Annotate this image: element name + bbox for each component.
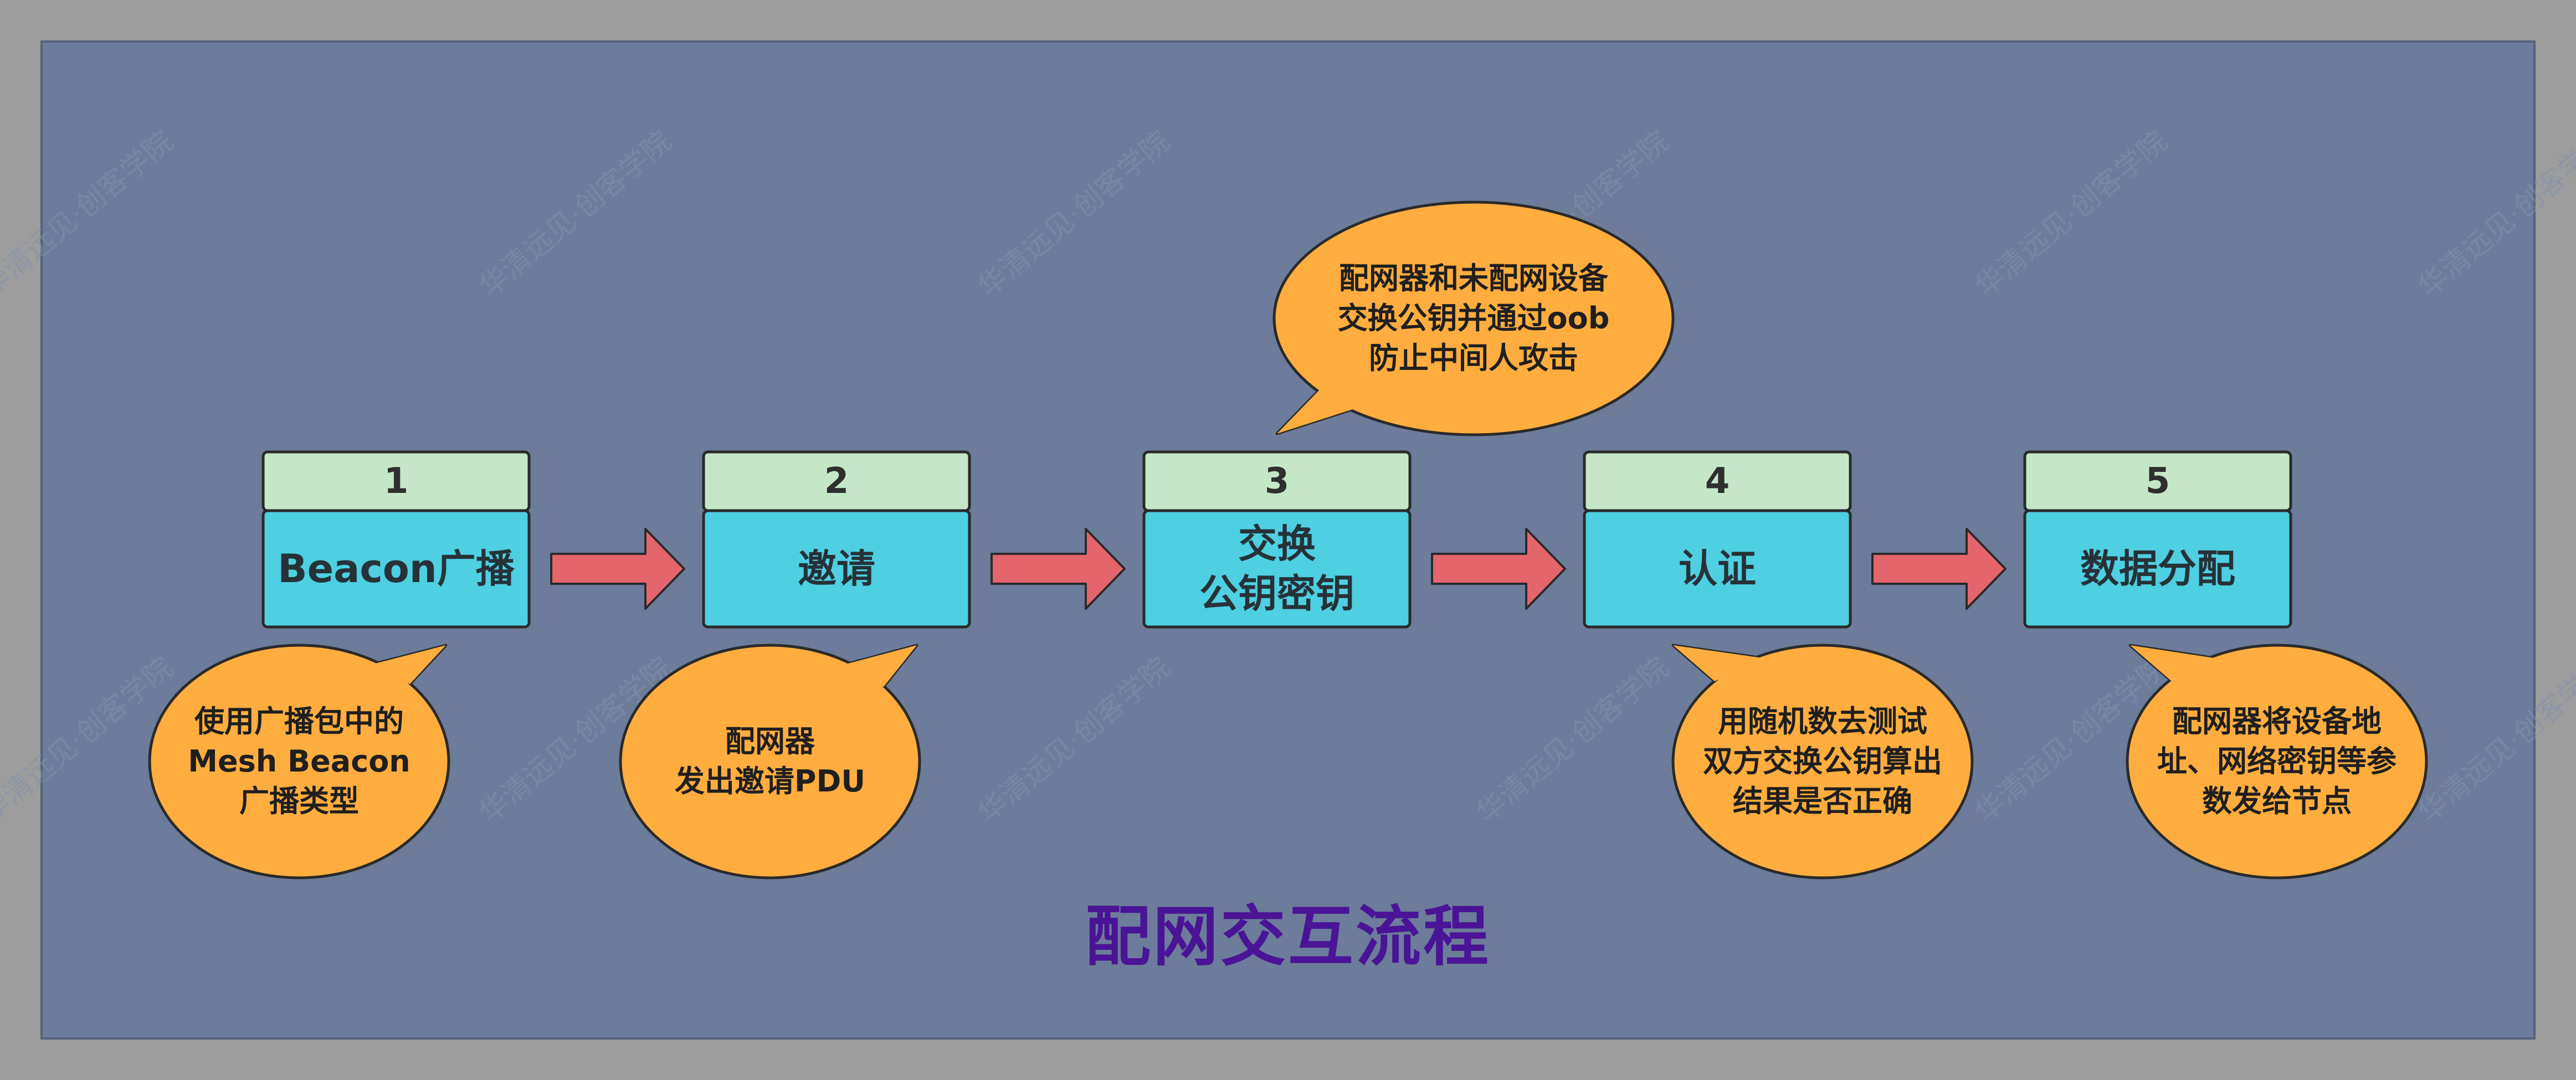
step-3-box [1142,509,1412,629]
step-4-label-line-1: 认证 [1679,546,1756,592]
bubble-4-body [1671,644,1974,880]
step-5-box [2023,509,2292,629]
bubbles-layer [148,200,2428,880]
bubble-2-body [619,644,921,880]
bubble-3-line-1: 配网器和未配网设备 [1339,261,1608,296]
step-boxes-layer [261,450,2292,629]
bubble-3-tail-fill [1277,377,1368,434]
bubble-5-tail-fill [2130,645,2221,681]
step-2-number: 2 [824,461,849,502]
step-2-box [702,509,971,629]
step-5-label-line-1: 数据分配 [2080,546,2235,592]
bubble-4-tail-fill [1673,645,1770,681]
bubble-5-text: 配网器将设备地 址、网络密钥等参 数发给节点 [2127,645,2426,878]
bubble-2-text: 配网器 发出邀请PDU [620,645,920,878]
bubble-1-body [148,644,450,880]
bubble-4-line-3: 结果是否正确 [1733,784,1912,819]
bubble-5-line-3: 数发给节点 [2202,784,2352,819]
bubble-3-body [1272,200,1675,436]
bubble-1-line-3: 广播类型 [239,784,359,819]
bubble-2-line-1: 配网器 [725,724,815,759]
step-3-number: 3 [1264,461,1290,502]
step-4-number: 4 [1705,461,1730,502]
bubble-3-text: 配网器和未配网设备 交换公钥并通过oob 防止中间人攻击 [1274,202,1673,435]
bubble-2-tail-fill [834,645,917,687]
step-2-label-line-1: 邀请 [798,546,875,592]
bubble-1-text: 使用广播包中的 Mesh Beacon 广播类型 [150,645,449,878]
bubble-3-line-2: 交换公钥并通过oob [1337,301,1610,336]
step-4-label: 认证 [1584,511,1850,627]
bubble-1-tail-fill [360,645,446,684]
step-5-number: 5 [2145,461,2170,502]
step-4-box [1583,509,1852,629]
step-3-label: 交换 公钥密钥 [1144,511,1410,627]
step-1-label: Beacon广播 [263,511,529,627]
arrow-1-to-2 [550,528,685,610]
bubble-1-line-1: 使用广播包中的 [194,704,404,739]
step-2-label: 邀请 [704,511,969,627]
bubble-1-line-2: Mesh Beacon [188,744,410,779]
arrow-2-to-3 [991,528,1126,610]
bubble-5-line-2: 址、网络密钥等参 [2157,744,2397,779]
step-1-number: 1 [383,461,409,502]
bubble-5-body [2126,644,2428,880]
bubble-5-line-1: 配网器将设备地 [2172,704,2382,739]
bubble-2-line-2: 发出邀请PDU [674,764,866,799]
bubble-3-line-3: 防止中间人攻击 [1369,341,1578,376]
step-1-label-line-1: Beacon广播 [278,546,515,592]
step-1-box [261,509,531,629]
step-3-label-line-1: 交换 [1238,521,1316,567]
bubble-4-line-1: 用随机数去测试 [1718,704,1927,739]
arrows-layer [550,528,2007,610]
step-3-label-line-2: 公钥密钥 [1199,571,1354,616]
arrow-3-to-4 [1431,528,1566,610]
step-5-label: 数据分配 [2025,511,2291,627]
bubble-4-line-2: 双方交换公钥算出 [1703,744,1942,779]
diagram-title: 配网交互流程 [1085,898,1491,975]
arrow-4-to-5 [1871,528,2007,610]
bubble-4-text: 用随机数去测试 双方交换公钥算出 结果是否正确 [1673,645,1972,878]
